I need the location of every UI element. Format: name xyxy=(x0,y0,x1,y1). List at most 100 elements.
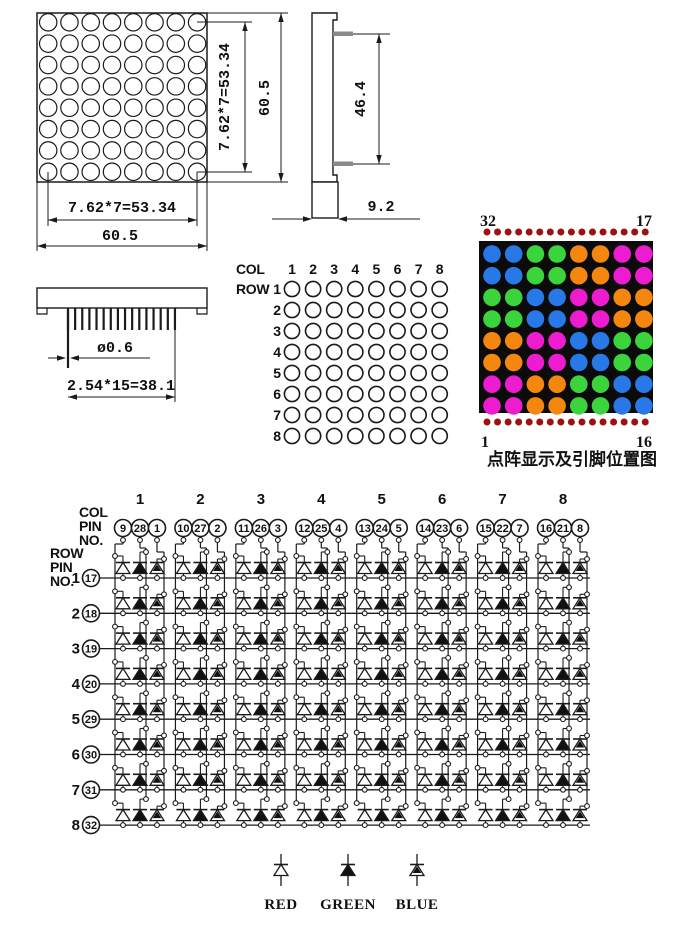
front-led-circle xyxy=(81,77,101,96)
node xyxy=(240,610,247,617)
node xyxy=(463,661,470,668)
node xyxy=(120,645,126,652)
node xyxy=(274,610,281,617)
bottom-view-tab-left xyxy=(36,308,48,315)
diode-blue-fill xyxy=(213,564,222,571)
schematic-row-number: 2 xyxy=(72,605,80,622)
node xyxy=(395,680,402,687)
node xyxy=(422,575,429,581)
photo-led-blue xyxy=(613,375,631,394)
pin-grid-col-number: 7 xyxy=(415,261,423,277)
photo-led-green xyxy=(504,310,523,328)
node xyxy=(482,537,489,543)
diode-blue-fill xyxy=(152,670,162,677)
diode-green xyxy=(494,667,511,681)
diode-blue-fill xyxy=(515,670,524,677)
pin-grid-circle xyxy=(325,406,343,424)
node xyxy=(263,690,270,697)
node xyxy=(414,694,421,701)
pin-grid-row-number: 7 xyxy=(273,407,281,423)
node xyxy=(384,549,391,555)
front-led-circle xyxy=(38,77,58,96)
node xyxy=(384,690,391,697)
diode-green xyxy=(131,561,149,575)
schematic-row-number: 1 xyxy=(72,570,80,587)
diode-red xyxy=(175,808,192,822)
photo-led-blue xyxy=(483,245,501,263)
schematic-row-number: 5 xyxy=(72,711,80,728)
node xyxy=(353,729,360,736)
node xyxy=(543,716,549,723)
photo-pin-dot-top xyxy=(610,228,618,236)
node xyxy=(560,645,566,652)
diode-green xyxy=(252,631,270,645)
node xyxy=(324,796,331,803)
node xyxy=(161,556,167,562)
bottom-view-tab-right xyxy=(196,308,208,315)
diode-blue-fill xyxy=(394,705,404,713)
node xyxy=(445,725,452,732)
node xyxy=(143,654,149,661)
node xyxy=(516,575,523,581)
node xyxy=(172,694,179,701)
node xyxy=(161,697,167,704)
diode-green xyxy=(192,737,209,751)
diode-blue-fill xyxy=(454,564,464,571)
node xyxy=(281,661,288,668)
node xyxy=(516,786,523,793)
node xyxy=(422,716,429,723)
diode-green xyxy=(433,667,451,681)
pin-grid-circle xyxy=(410,427,427,445)
node xyxy=(120,751,126,758)
node xyxy=(172,800,179,807)
diode-red xyxy=(175,561,192,575)
node xyxy=(120,822,126,829)
photo-led-orange xyxy=(548,375,566,394)
diode-red xyxy=(296,808,313,822)
row-pin-circle xyxy=(81,603,101,623)
node xyxy=(402,732,409,739)
node xyxy=(301,645,308,652)
node xyxy=(474,729,481,736)
node xyxy=(263,654,270,661)
node xyxy=(463,591,470,598)
photo-pin-dot-bottom xyxy=(494,418,502,426)
node xyxy=(414,623,421,630)
photo-pin-1-label: 1 xyxy=(481,434,489,451)
node xyxy=(361,575,368,581)
col-pin-number: 9 xyxy=(120,523,126,535)
diode-green xyxy=(554,667,572,681)
node xyxy=(301,680,308,687)
diode-green xyxy=(131,773,149,786)
node xyxy=(584,767,590,774)
front-led-circle xyxy=(187,34,207,53)
node xyxy=(240,680,247,687)
node xyxy=(577,822,583,829)
diode-blue-fill xyxy=(454,740,464,748)
diode-red xyxy=(235,773,253,786)
node xyxy=(324,725,331,732)
front-led-circle xyxy=(81,119,101,139)
node xyxy=(143,690,149,697)
front-led-circle xyxy=(123,119,143,139)
node xyxy=(221,556,228,562)
node xyxy=(318,786,325,793)
node xyxy=(456,680,463,687)
diode-green xyxy=(494,596,511,610)
col-pin-number: 12 xyxy=(298,523,310,535)
photo-led-magenta xyxy=(504,397,523,415)
diode-green xyxy=(252,737,270,751)
photo-led-magenta xyxy=(635,245,653,263)
node xyxy=(197,680,204,687)
node xyxy=(214,680,221,687)
node xyxy=(137,680,143,687)
front-led-circle xyxy=(166,77,186,96)
node xyxy=(543,575,549,581)
node xyxy=(221,767,228,774)
node xyxy=(499,680,506,687)
node xyxy=(499,645,506,652)
diode-blue-fill xyxy=(575,564,585,571)
node xyxy=(263,796,270,803)
pin-grid-circle xyxy=(346,385,364,403)
